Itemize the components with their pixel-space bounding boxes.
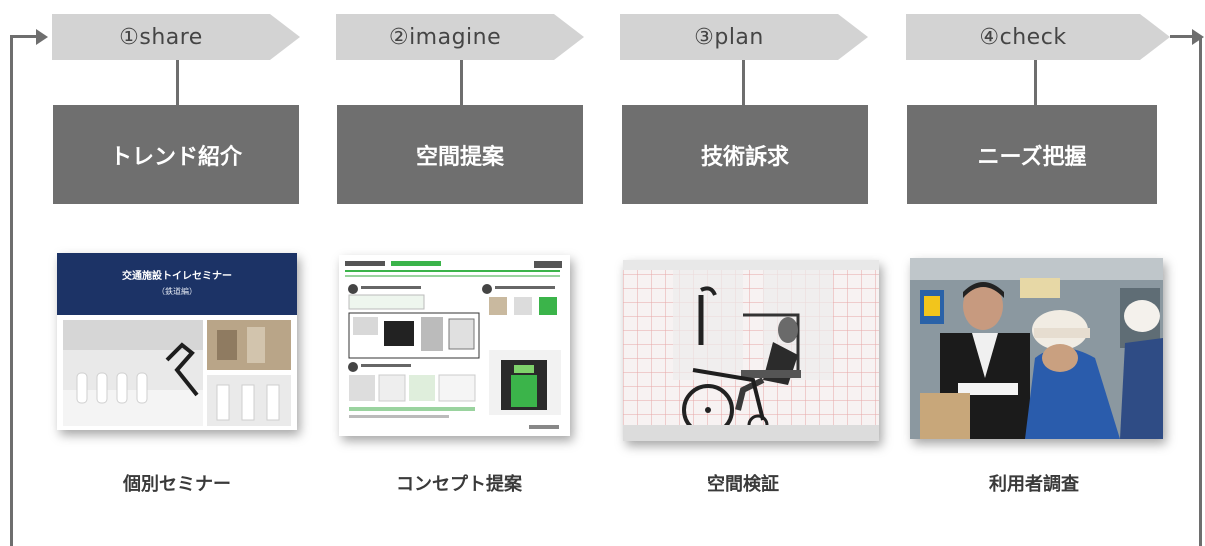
concept-document-illustration xyxy=(339,255,570,436)
category-label: 技術訴求 xyxy=(700,144,789,170)
caption-user-survey: 利用者調査 xyxy=(989,474,1079,495)
connector-line xyxy=(460,60,463,105)
category-box-trend: トレンド紹介 xyxy=(53,105,299,204)
category-box-space-proposal: 空間提案 xyxy=(337,105,583,204)
loop-line-right xyxy=(1199,36,1202,546)
step-label: ②imagine xyxy=(388,24,502,50)
category-label: 空間提案 xyxy=(415,144,504,170)
step-arrow-check: ④check xyxy=(906,14,1170,60)
category-label: ニーズ把握 xyxy=(977,144,1087,170)
category-box-technology: 技術訴求 xyxy=(622,105,868,204)
caption-space-verification: 空間検証 xyxy=(707,474,779,495)
step-arrow-plan: ③plan xyxy=(620,14,868,60)
wheelchair-test-photo xyxy=(623,260,879,441)
seminar-thumbnail: 交通施設トイレセミナー （鉄道編） xyxy=(57,253,297,430)
category-label: トレンド紹介 xyxy=(109,144,242,170)
caption-concept: コンセプト提案 xyxy=(396,474,522,495)
connector-line xyxy=(1034,60,1037,105)
step-label: ④check xyxy=(979,24,1067,50)
loop-line-top-left xyxy=(10,35,38,38)
user-survey-photo xyxy=(910,258,1163,439)
loop-line-top-right xyxy=(1170,35,1194,38)
connector-line xyxy=(176,60,179,105)
space-verification-photo xyxy=(623,260,879,441)
seminar-subtitle: （鉄道編） xyxy=(157,287,197,296)
seminar-title: 交通施設トイレセミナー xyxy=(122,271,232,282)
category-box-needs: ニーズ把握 xyxy=(907,105,1157,204)
step-arrow-imagine: ②imagine xyxy=(336,14,584,60)
step-label: ①share xyxy=(119,24,203,50)
interview-photo xyxy=(910,258,1163,439)
caption-seminar: 個別セミナー xyxy=(123,474,231,495)
seminar-title-band: 交通施設トイレセミナー （鉄道編） xyxy=(57,253,297,315)
loop-line-left xyxy=(10,36,13,546)
loop-arrowhead-left-icon xyxy=(36,29,48,45)
concept-document-thumbnail xyxy=(339,255,570,436)
restroom-photo xyxy=(57,315,297,430)
step-arrow-share: ①share xyxy=(52,14,300,60)
step-label: ③plan xyxy=(694,24,764,50)
loop-arrowhead-right-icon xyxy=(1192,29,1204,45)
connector-line xyxy=(742,60,745,105)
